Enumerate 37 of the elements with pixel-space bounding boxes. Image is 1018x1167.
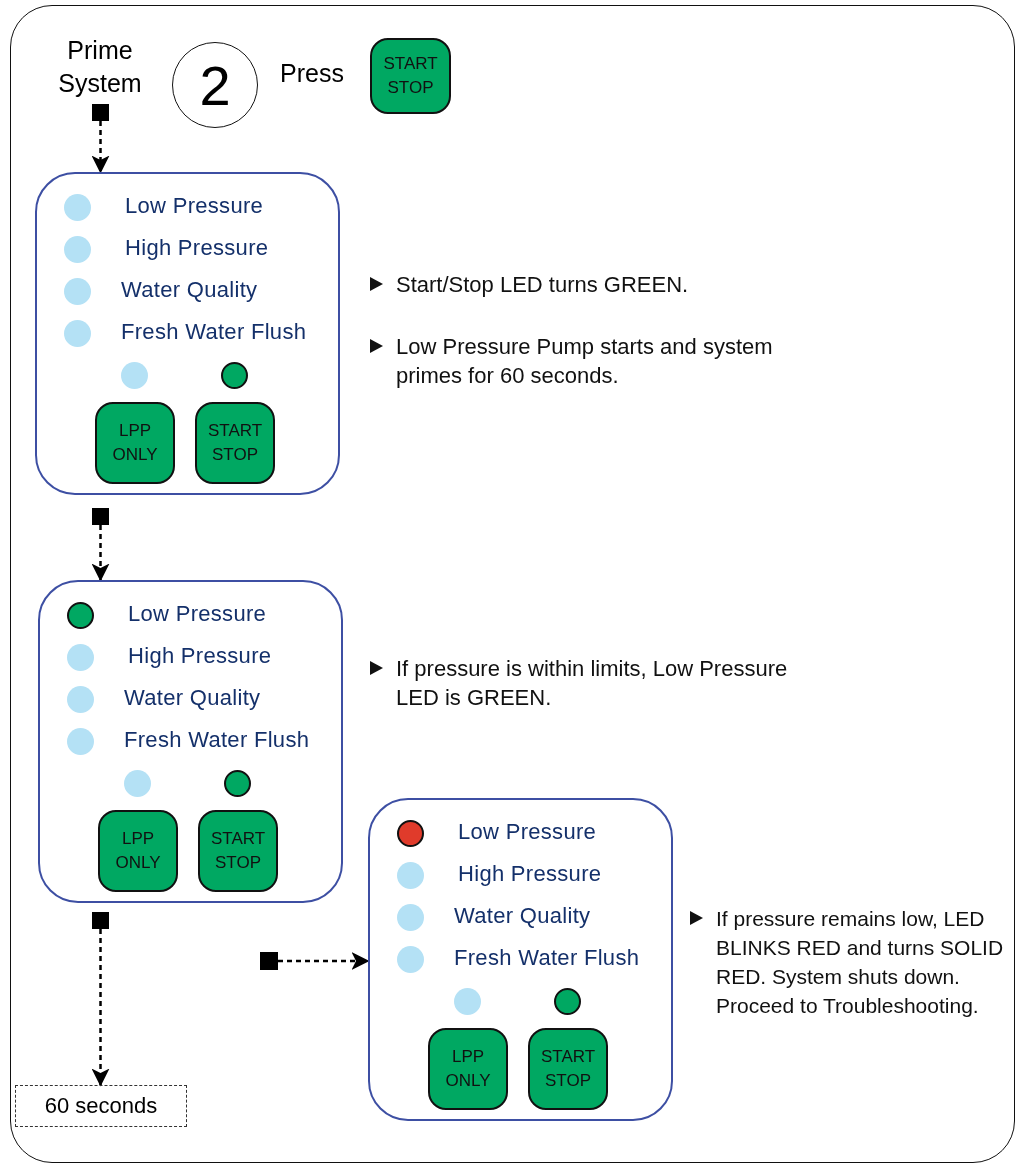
indicator-label: Water Quality bbox=[454, 902, 591, 930]
indicator-label: High Pressure bbox=[125, 234, 269, 262]
control-panel bbox=[368, 798, 673, 1121]
control-panel bbox=[38, 580, 343, 903]
square-marker bbox=[92, 912, 109, 929]
heading-text: Prime System bbox=[57, 35, 143, 99]
indicator-label: Low Pressure bbox=[458, 818, 597, 846]
start-stop-button: START STOP bbox=[198, 810, 278, 892]
indicator-label: Water Quality bbox=[121, 276, 258, 304]
control-panel bbox=[35, 172, 340, 495]
heading-text: Press bbox=[280, 58, 345, 89]
indicator-label: Fresh Water Flush bbox=[454, 944, 640, 972]
indicator-label: Fresh Water Flush bbox=[124, 726, 310, 754]
instruction-text: If pressure remains low, LED BLINKS RED and turns SOLID RED. System shuts down. Proceed to Troubleshooting. bbox=[716, 906, 1005, 1019]
instruction-text: Start/Stop LED turns GREEN. bbox=[396, 271, 690, 299]
indicator-label: High Pressure bbox=[128, 642, 272, 670]
indicator-label: Water Quality bbox=[124, 684, 261, 712]
instruction-text: Low Pressure Pump starts and system primes for 60 seconds. bbox=[396, 333, 774, 390]
arrow bbox=[278, 952, 370, 970]
square-marker bbox=[260, 952, 278, 970]
arrow bbox=[91, 525, 110, 582]
start-stop-button: START STOP bbox=[528, 1028, 608, 1110]
indicator-label: Low Pressure bbox=[125, 192, 264, 220]
instruction-text: If pressure is within limits, Low Pressure LED is GREEN. bbox=[396, 655, 789, 712]
indicator-label: Low Pressure bbox=[128, 600, 267, 628]
lpp-only-button: LPP ONLY bbox=[98, 810, 178, 892]
square-marker bbox=[92, 104, 109, 121]
lpp-only-button: LPP ONLY bbox=[428, 1028, 508, 1110]
arrow bbox=[91, 121, 110, 174]
start-stop-button: START STOP bbox=[370, 38, 451, 114]
lpp-only-button: LPP ONLY bbox=[95, 402, 175, 484]
duration-box: 60 seconds bbox=[15, 1085, 187, 1127]
indicator-label: Fresh Water Flush bbox=[121, 318, 307, 346]
start-stop-button: START STOP bbox=[195, 402, 275, 484]
indicator-label: High Pressure bbox=[458, 860, 602, 888]
square-marker bbox=[92, 508, 109, 525]
arrow bbox=[91, 929, 110, 1087]
